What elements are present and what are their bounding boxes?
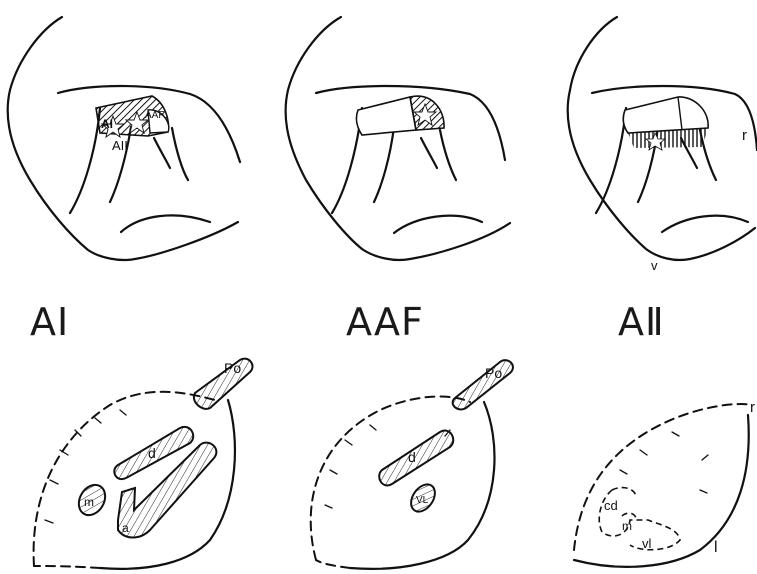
label-v: v [651, 258, 658, 273]
label-d-2: d [408, 449, 416, 465]
label-aaf: AAF [145, 110, 164, 121]
label-ai: AI [101, 117, 113, 131]
label-m-1: m [84, 495, 94, 509]
label-aii: AII [112, 138, 128, 153]
label-m-3: m [622, 519, 632, 533]
caption-ai: AI [30, 300, 69, 344]
label-po-1: Po [224, 360, 241, 376]
caption-aaf: AAF [346, 300, 424, 344]
brain-outline-aaf [286, 17, 510, 260]
section-ai: Po d a m [34, 359, 253, 569]
label-cd: cd [604, 498, 618, 513]
label-vl-3: vl [642, 536, 652, 551]
label-l: l [714, 539, 718, 556]
label-r-3: r [750, 399, 755, 416]
label-d-1: d [148, 445, 156, 461]
auditory-fields-aaf [356, 96, 444, 135]
label-po-2: Po [485, 365, 502, 381]
label-a-1: a [122, 521, 129, 535]
label-r: r [742, 127, 747, 144]
label-vl-2: VL [416, 495, 429, 506]
caption-aii: AⅡ [618, 300, 665, 344]
section-aii: r cd m vl l [574, 399, 755, 567]
section-aaf: Po d VL [311, 360, 513, 569]
